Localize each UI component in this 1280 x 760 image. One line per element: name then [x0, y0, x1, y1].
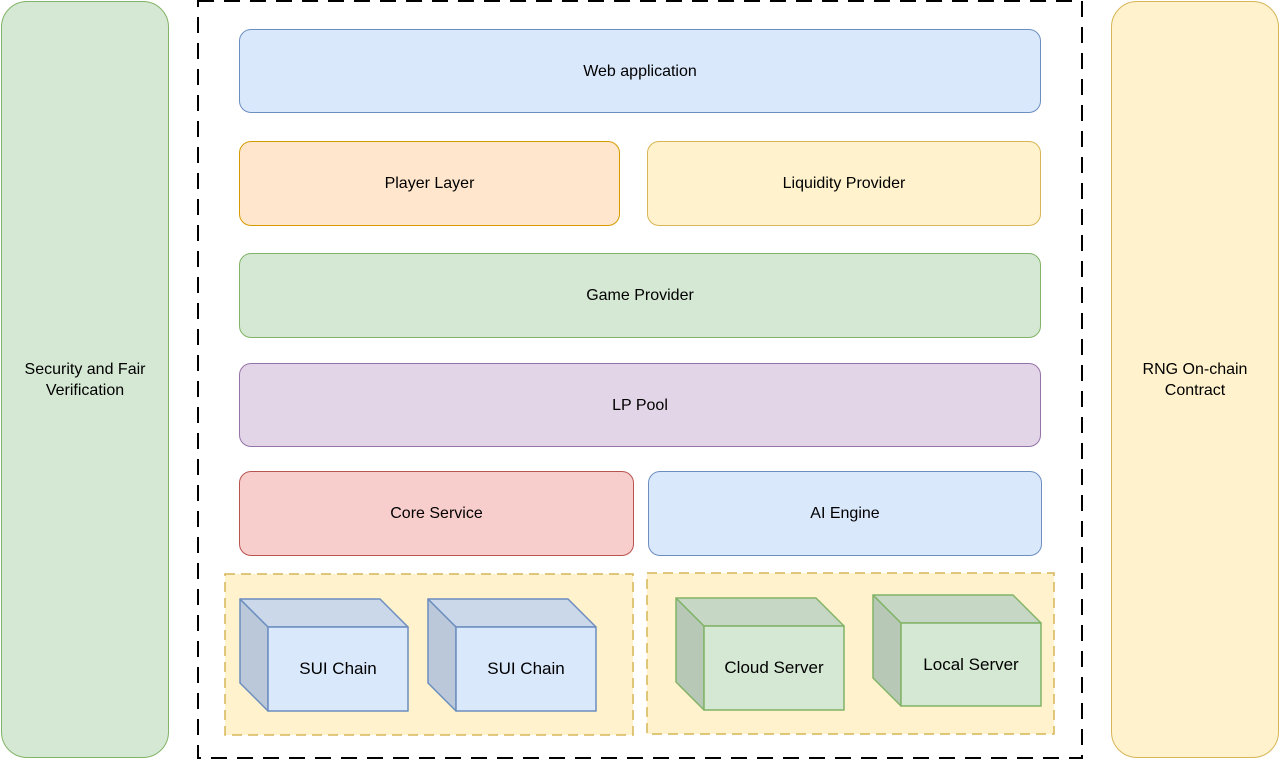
game-provider-layer: Game Provider: [239, 253, 1041, 338]
ai-engine-layer: AI Engine: [648, 471, 1042, 556]
local-server-cube: [872, 594, 1042, 707]
cloud-server-cube: [675, 597, 845, 711]
system-boundary: [197, 0, 1083, 759]
core-service-label: Core Service: [390, 505, 483, 522]
ai-engine-label: AI Engine: [810, 505, 880, 522]
security-fair-verification-panel: Security and Fair Verification: [1, 1, 169, 758]
liquidity-provider-layer: Liquidity Provider: [647, 141, 1041, 226]
web-application-layer: Web application: [239, 29, 1041, 113]
game-provider-label: Game Provider: [586, 287, 694, 304]
core-service-layer: Core Service: [239, 471, 634, 556]
web-application-label: Web application: [583, 62, 697, 80]
lp-pool-layer: LP Pool: [239, 363, 1041, 447]
sui-chain-label-2: SUI Chain: [487, 659, 565, 678]
sui-chain-cube-1: [239, 598, 409, 712]
sui-chain-label-1: SUI Chain: [299, 659, 377, 678]
rng-onchain-contract-label: RNG On-chain Contract: [1142, 360, 1248, 399]
cloud-server-label: Cloud Server: [724, 658, 824, 677]
security-fair-verification-label: Security and Fair Verification: [24, 360, 146, 399]
player-layer-label: Player Layer: [384, 175, 475, 192]
local-server-label: Local Server: [923, 654, 1019, 674]
player-layer: Player Layer: [239, 141, 620, 226]
liquidity-provider-label: Liquidity Provider: [782, 175, 906, 192]
lp-pool-label: LP Pool: [612, 396, 668, 414]
rng-onchain-contract-panel: RNG On-chain Contract: [1111, 1, 1279, 758]
sui-chain-cube-2: [427, 598, 597, 712]
